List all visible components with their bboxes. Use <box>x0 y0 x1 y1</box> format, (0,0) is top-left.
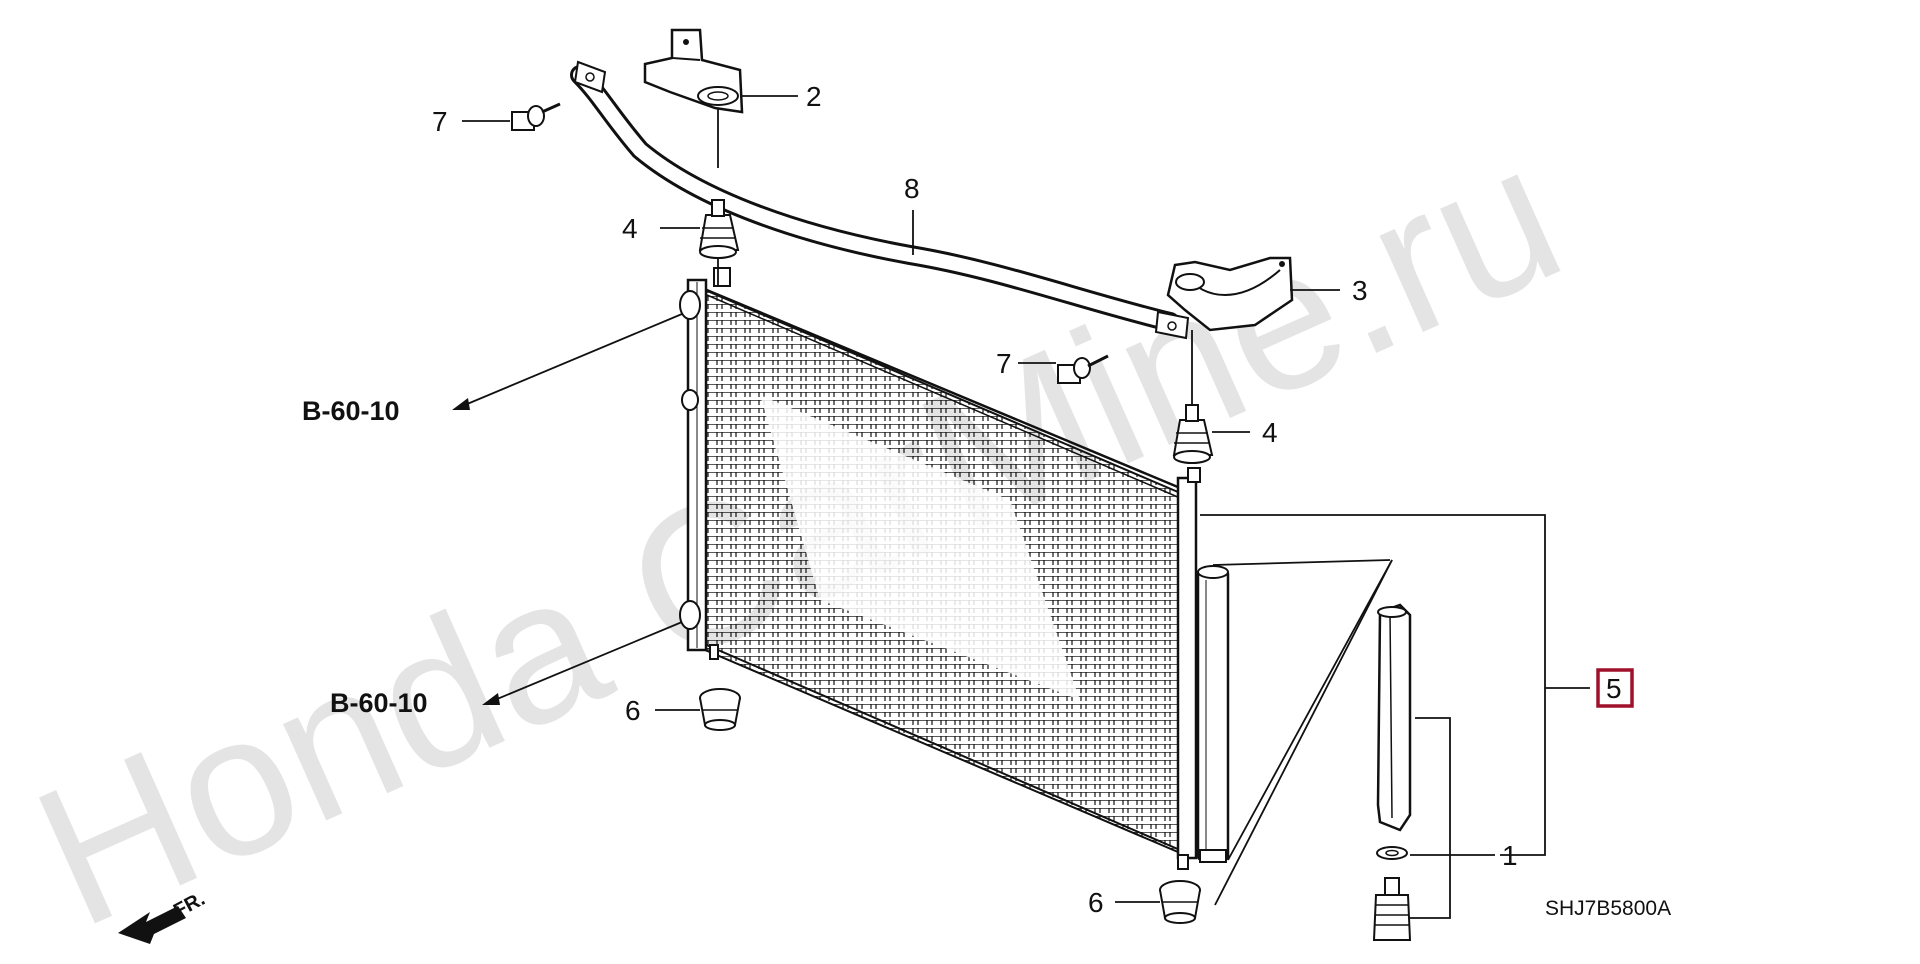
callout-1[interactable]: 1 <box>1502 840 1518 871</box>
reference-arrow-upper <box>452 313 683 410</box>
leader-lines <box>462 95 1590 919</box>
front-arrow-icon <box>118 906 186 944</box>
callout-4-upper-left[interactable]: 4 <box>622 213 638 244</box>
receiver-dryer-tank[interactable] <box>1196 565 1230 863</box>
lower-cushion-right[interactable] <box>1159 880 1201 924</box>
upper-cushion-left[interactable] <box>698 199 740 259</box>
callout-7-upper[interactable]: 7 <box>432 106 448 137</box>
callout-3[interactable]: 3 <box>1352 275 1368 306</box>
callout-8[interactable]: 8 <box>904 173 920 204</box>
desiccant-filter[interactable] <box>1376 603 1412 832</box>
callout-4-upper-right[interactable]: 4 <box>1262 417 1278 448</box>
callout-2[interactable]: 2 <box>806 81 822 112</box>
callout-5[interactable]: 5 <box>1606 673 1622 704</box>
callout-7-lower[interactable]: 7 <box>996 348 1012 379</box>
condenser-left-tank <box>679 267 731 660</box>
reference-arrow-lower <box>482 621 683 705</box>
callout-6-right[interactable]: 6 <box>1088 887 1104 918</box>
upper-bracket-right[interactable] <box>1166 256 1294 332</box>
bolt-upper[interactable] <box>511 102 561 131</box>
reference-label-upper[interactable]: B-60-10 <box>302 396 400 426</box>
part-5-highlight-box[interactable] <box>1596 668 1634 708</box>
bolt-lower[interactable] <box>1057 354 1109 384</box>
upper-bracket-left[interactable] <box>643 28 744 114</box>
callout-6-left[interactable]: 6 <box>625 695 641 726</box>
reference-label-lower[interactable]: B-60-10 <box>330 688 428 718</box>
o-ring[interactable] <box>1376 846 1408 860</box>
upper-mounting-bar[interactable] <box>570 60 1190 340</box>
lower-cushion-left[interactable] <box>699 688 741 731</box>
diagram-code: SHJ7B5800A <box>1545 897 1671 920</box>
condenser-right-tank <box>1176 467 1201 870</box>
receiver-plug[interactable] <box>1372 877 1412 941</box>
upper-cushion-right[interactable] <box>1172 404 1214 464</box>
